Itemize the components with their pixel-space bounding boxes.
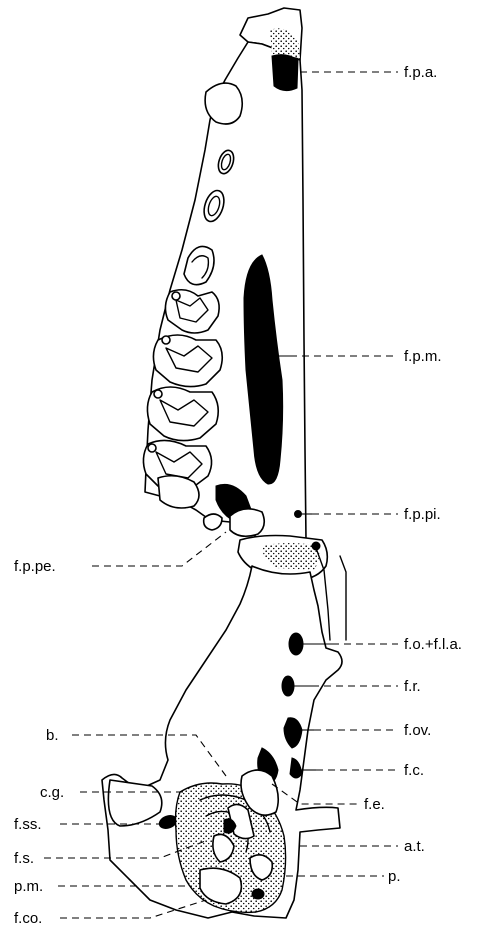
label-cg: c.g. — [40, 784, 64, 801]
foramen-fofla — [289, 633, 303, 655]
label-fc: f.c. — [404, 762, 424, 779]
label-fppi: f.p.pi. — [404, 506, 441, 523]
foramen-fr — [282, 676, 294, 696]
label-fr: f.r. — [404, 678, 421, 695]
label-fpa: f.p.a. — [404, 64, 437, 81]
label-fss: f.ss. — [14, 816, 42, 833]
foramen-fpa — [272, 55, 298, 91]
label-b: b. — [46, 727, 59, 744]
label-fco: f.co. — [14, 910, 42, 927]
label-fofla: f.o.+f.l.a. — [404, 636, 462, 653]
label-fpm: f.p.m. — [404, 348, 442, 365]
label-fe: f.e. — [364, 796, 385, 813]
label-fov: f.ov. — [404, 722, 431, 739]
label-p: p. — [388, 868, 401, 885]
label-pm: p.m. — [14, 878, 43, 895]
label-fppe: f.p.pe. — [14, 558, 56, 575]
label-at: a.t. — [404, 838, 425, 855]
label-fs: f.s. — [14, 850, 34, 867]
